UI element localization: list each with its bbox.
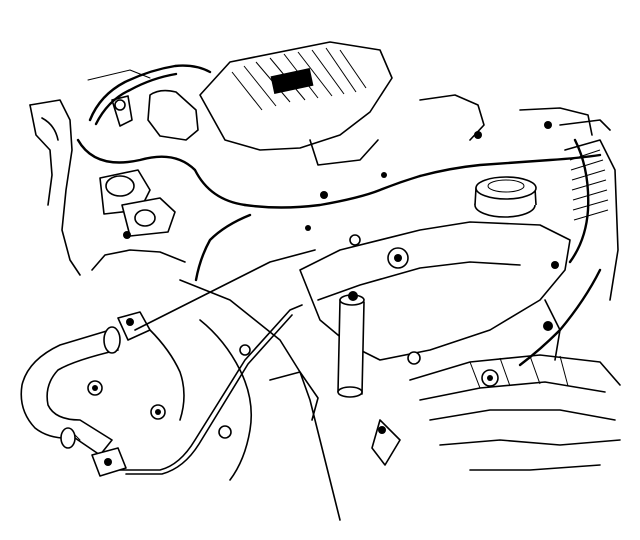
coolant-hose xyxy=(20,326,121,456)
wiring-harness xyxy=(76,64,611,282)
dipstick-tube xyxy=(119,249,316,475)
throttle-body-assembly xyxy=(99,95,176,239)
left-mount-bracket xyxy=(29,69,186,276)
hose-clamp-lower xyxy=(91,447,127,477)
fasteners xyxy=(305,121,559,269)
exhaust-manifold xyxy=(371,321,621,471)
manifold-emblem xyxy=(270,68,314,94)
valve-cover xyxy=(299,221,571,361)
hose-clamp-upper xyxy=(117,311,151,341)
oil-filler-cap xyxy=(474,176,537,218)
pcv-tube xyxy=(337,291,365,398)
fender-hatching xyxy=(569,149,609,221)
exhaust-ribs xyxy=(469,355,569,389)
right-fender-wall xyxy=(518,139,619,367)
intake-manifold xyxy=(147,41,593,166)
lower-engine-block xyxy=(87,279,341,521)
